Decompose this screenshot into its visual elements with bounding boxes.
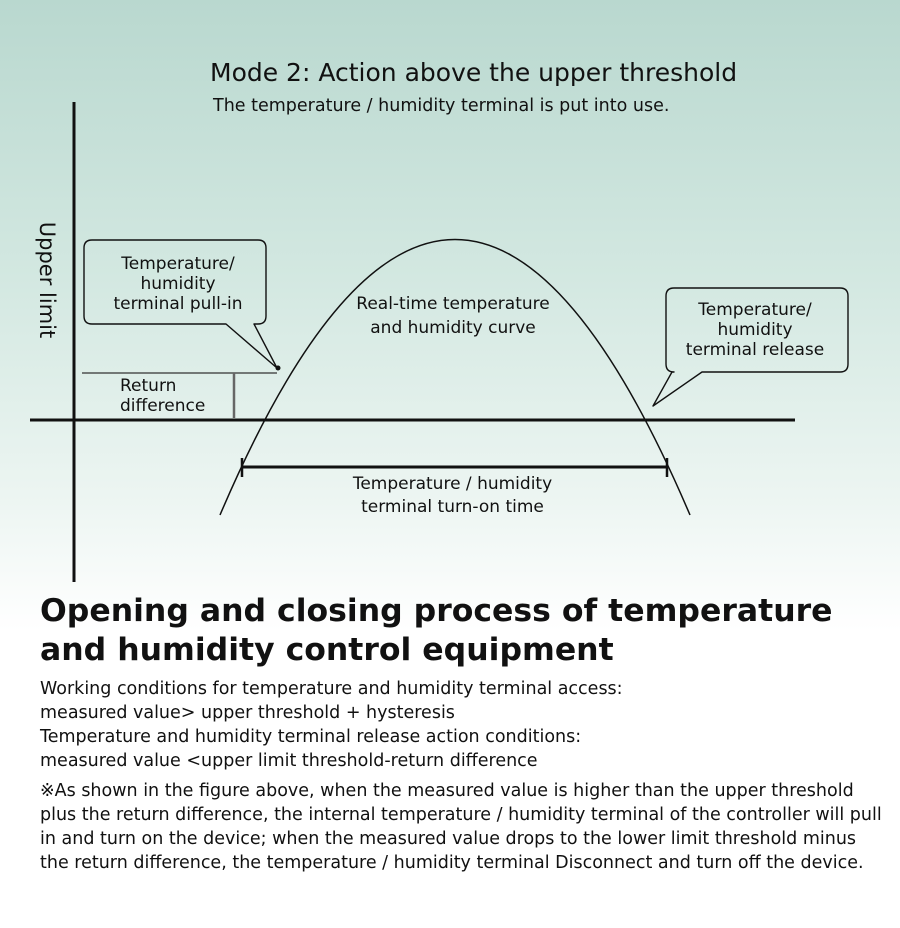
turn-on-time-line-1: Temperature / humidity [352, 474, 553, 494]
section-heading-line-1: Opening and closing process of temperatu… [40, 593, 833, 629]
condition-pull-in-rule: measured value> upper threshold + hyster… [40, 703, 455, 723]
return-difference-line-1: Return [120, 376, 177, 396]
diagram-title: Mode 2: Action above the upper threshold [210, 58, 738, 87]
callout-release-line-3: terminal release [685, 340, 825, 360]
threshold-diagram [30, 102, 849, 582]
callout-release-line-1: Temperature/ [698, 300, 812, 320]
explanation-note: ※As shown in the figure above, when the … [40, 781, 882, 873]
return-difference-line-2: difference [120, 396, 206, 416]
curve-label: Real-time temperature and humidity curve [330, 292, 576, 340]
condition-release-title: Temperature and humidity terminal releas… [40, 727, 582, 747]
callout-release-bubble [652, 287, 849, 407]
curve-label-line-1: Real-time temperature [356, 294, 550, 314]
callout-pull-in-line-1: Temperature/ [121, 254, 235, 274]
y-axis-label: Upper limit [35, 221, 59, 339]
curve-label-line-2: and humidity curve [370, 318, 536, 338]
callout-pull-in-text: Temperature/ humidity terminal pull-in [88, 254, 268, 314]
turn-on-time-label: Temperature / humidity terminal turn-on … [320, 473, 585, 519]
diagram-subtitle: The temperature / humidity terminal is p… [213, 96, 670, 116]
callout-pull-in-bubble [83, 239, 278, 369]
section-body: Working conditions for temperature and h… [40, 677, 890, 875]
callout-release-line-2: humidity [717, 320, 793, 340]
section-heading-line-2: and humidity control equipment [40, 632, 614, 668]
section-heading: Opening and closing process of temperatu… [40, 592, 880, 670]
callout-pull-in-line-2: humidity [140, 274, 216, 294]
condition-pull-in-title: Working conditions for temperature and h… [40, 679, 623, 699]
callout-pull-in-line-3: terminal pull-in [113, 294, 243, 314]
condition-release-rule: measured value <upper limit threshold-re… [40, 751, 538, 771]
real-time-curve [219, 239, 691, 516]
turn-on-time-line-2: terminal turn-on time [361, 497, 544, 517]
return-difference-label: Return difference [120, 376, 205, 416]
callout-release-text: Temperature/ humidity terminal release [666, 300, 844, 360]
